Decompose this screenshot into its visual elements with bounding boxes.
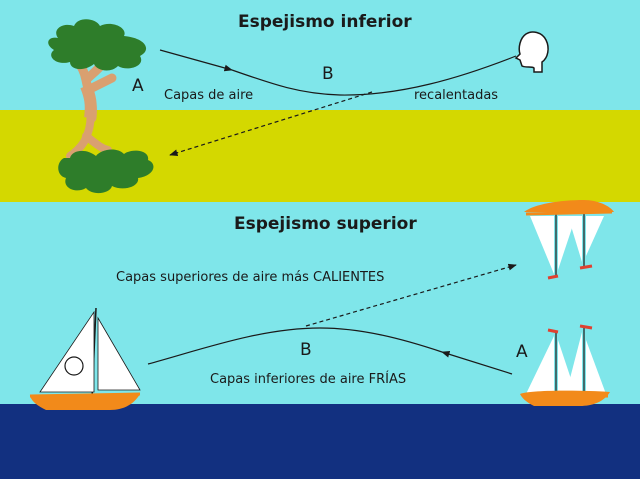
superior-lower-layers-label: Capas inferiores de aire FRÍAS (210, 372, 407, 387)
tree-mirage-image (58, 106, 154, 194)
inferior-ray-incoming (159, 49, 233, 72)
sailboat-real (520, 324, 610, 406)
sailboat-mirage-image (524, 200, 614, 280)
superior-upper-layers-label: Capas superiores de aire más CALIENTES (116, 270, 385, 285)
observer-head-icon (514, 31, 549, 73)
tree-real (48, 19, 147, 123)
inferior-title: Espejismo inferior (238, 12, 412, 32)
inferior-ray-curve (231, 55, 517, 96)
superior-ray-curve (147, 327, 443, 365)
sea-band (0, 404, 640, 479)
superior-ray-perceived (305, 263, 517, 327)
superior-label-a: A (516, 342, 528, 362)
inferior-label-b: B (322, 64, 334, 84)
superior-title: Espejismo superior (234, 214, 417, 234)
superior-ray-incoming (441, 351, 513, 375)
sailboat-observer (29, 307, 141, 410)
observer-eye-icon (64, 356, 84, 376)
inferior-layer-left-label: Capas de aire (164, 88, 254, 103)
inferior-label-a: A (132, 76, 144, 96)
inferior-ray-perceived (169, 91, 373, 156)
superior-label-b: B (300, 340, 312, 360)
inferior-layer-right-label: recalentadas (414, 88, 499, 103)
